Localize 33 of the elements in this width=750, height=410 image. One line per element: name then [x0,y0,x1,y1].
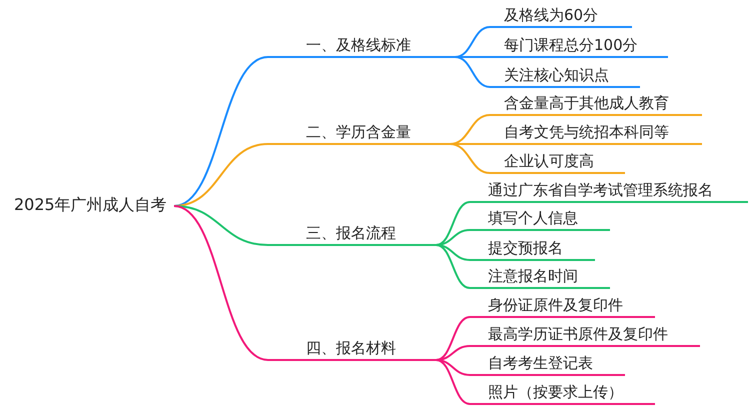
branch-line [454,56,490,88]
leaf-topic: 填写个人信息 [470,207,610,231]
branch-topic: 二、学历含金量 [268,121,450,145]
branch-line [454,26,490,58]
branch-line [436,359,470,405]
branch-topic: 三、报名流程 [268,222,436,246]
leaf-topic: 通过广东省自学考试管理系统报名 [470,179,748,203]
leaf-topic: 自考文凭与统招本科同等 [490,121,702,145]
leaf-topic: 注意报名时间 [470,265,610,289]
branch-line [174,205,268,246]
branch-line [450,143,490,174]
leaf-topic: 自考考生登记表 [470,352,625,376]
leaf-topic: 提交预报名 [470,237,595,261]
branch-line [436,244,470,261]
branch-line [174,56,268,207]
leaf-topic: 身份证原件及复印件 [470,294,655,318]
branch-topic: 一、及格线标准 [268,34,455,58]
central-topic: 2025年广州成人自考 [14,194,174,218]
branch-line [436,201,470,246]
branch-topic: 四、报名材料 [268,337,436,361]
leaf-topic: 每门课程总分100分 [490,34,668,58]
leaf-topic: 照片（按要求上传） [470,381,655,405]
branch-line [436,316,470,361]
branch-line [455,56,490,58]
leaf-topic: 最高学历证书原件及复印件 [470,323,700,347]
branch-line [436,359,470,376]
leaf-topic: 企业认可度高 [490,150,625,174]
leaf-topic: 关注核心知识点 [490,64,640,88]
leaf-topic: 及格线为60分 [490,4,632,28]
leaf-topic: 含金量高于其他成人教育 [490,92,702,116]
branch-line [174,205,268,361]
branch-line [450,143,490,145]
branch-line [436,244,470,289]
